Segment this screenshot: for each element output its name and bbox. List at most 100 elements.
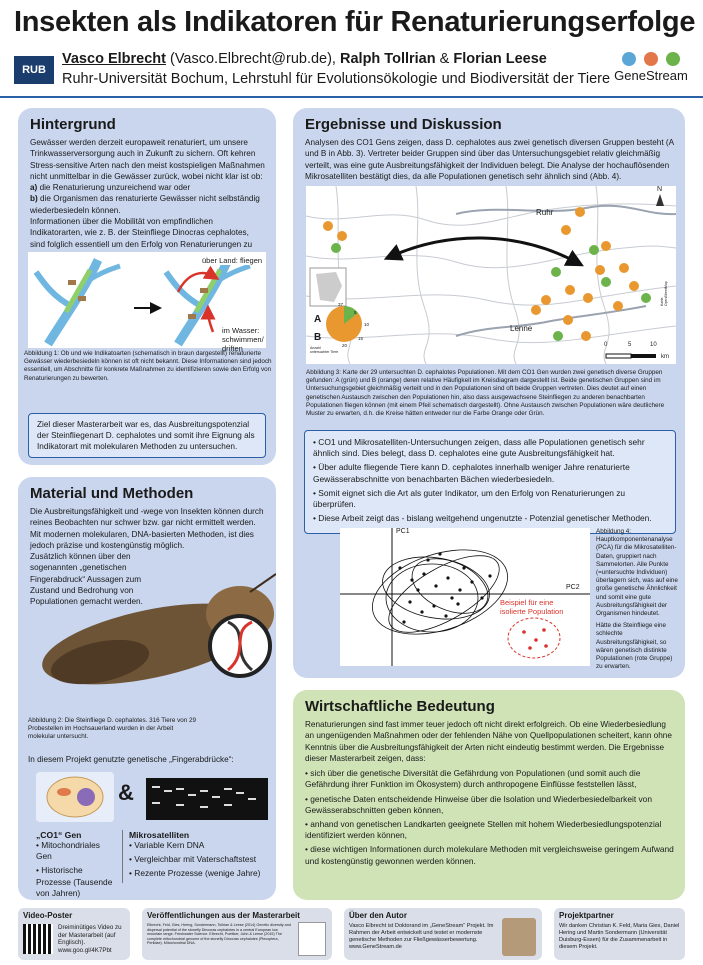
wirtschaft-bullet-2: genetische Daten entscheidende Hinweise … <box>305 794 675 816</box>
pie-tick-5: 5 <box>354 310 357 315</box>
results-bullets: CO1 und Mikrosatelliten-Untersuchungen z… <box>304 430 676 535</box>
header-rule <box>0 96 703 98</box>
scale-unit: km <box>661 354 669 360</box>
co1-block: „CO1“ Gen Mitochondriales Gen Historisch… <box>36 830 116 902</box>
hintergrund-p1: Gewässer werden derzeit europaweit renat… <box>30 138 265 181</box>
cell-icon <box>46 776 104 818</box>
figure-1: über Land: fliegen im Wasser: schwimmen/… <box>28 252 266 353</box>
goal-text: Ziel dieser Masterarbeit war es, das Aus… <box>37 420 255 451</box>
pie-label-a: A <box>314 314 322 325</box>
pie-tick-37: 37 <box>338 302 344 307</box>
result-bullet-2: Über adulte fliegende Tiere kann D. ceph… <box>313 462 667 484</box>
label-fly: über Land: fliegen <box>202 256 263 265</box>
panel-material: Material und Methoden Die Ausbreitungsfä… <box>18 477 276 900</box>
figure-3-map: Ruhr Lenne N A B 37 5 10 15 20 Anzahl un… <box>305 185 677 365</box>
pie-tick-20: 20 <box>342 343 348 348</box>
genestream-logo: GeneStream <box>611 52 691 83</box>
pca-pc1-label: PC1 <box>396 528 410 535</box>
pca-isolated-points <box>522 628 548 650</box>
footer-video: Video-Poster Dreiminütiges Video zu der … <box>18 908 130 960</box>
figure-1-caption: Abbildung 1: Ob und wie Indikatoarten (s… <box>24 350 272 382</box>
author-heading: Über den Autor <box>349 911 407 920</box>
wirtschaft-bullets: sich über die genetische Diversität die … <box>305 768 675 867</box>
msat-item-1: Variable Kern DNA <box>129 840 270 851</box>
label-water: im Wasser: schwimmen/ driften <box>222 326 264 353</box>
msat-block: Mikrosatelliten Variable Kern DNA Vergle… <box>122 830 270 883</box>
wirtschaft-p1: Renaturierungen sind fast immer teuer je… <box>305 720 672 763</box>
msat-item-2: Vergleichbar mit Vaterschaftstest <box>129 854 270 865</box>
co1-image <box>36 772 114 822</box>
video-heading: Video-Poster <box>23 911 73 920</box>
hintergrund-a: a) die Renaturierung unzureichend war od… <box>30 183 191 193</box>
author-1: Vasco Elbrecht <box>62 51 166 67</box>
heading-hintergrund: Hintergrund <box>30 116 116 133</box>
msat-item-3: Rezente Prozesse (wenige Jahre) <box>129 868 270 879</box>
pca-caption-1: Abbildung 4: Hauptkomponentenanalyse (PC… <box>596 528 678 618</box>
pub-heading: Veröffentlichungen aus der Masterarbeit <box>147 911 300 920</box>
pca-plot <box>340 528 590 666</box>
result-bullet-1: CO1 und Mikrosatelliten-Untersuchungen z… <box>313 437 667 459</box>
pca-points <box>398 552 492 624</box>
msat-title: Mikrosatelliten <box>129 830 190 840</box>
pie-label-b: B <box>314 332 322 343</box>
author-1-email[interactable]: (Vasco.Elbrecht@rub.de), <box>170 51 336 67</box>
poster-title: Insekten als Indikatoren für Renaturieru… <box>14 6 696 38</box>
co1-title: „CO1“ Gen <box>36 830 82 840</box>
author-3: Florian Leese <box>453 51 547 67</box>
genestream-drops-icon <box>611 52 691 66</box>
figure-2-caption: Abbildung 2: Die Steinfliege D. cephalot… <box>28 717 197 741</box>
gel-image <box>146 778 268 820</box>
material-p1: Die Ausbreitungsfähigkeit und -wege von … <box>30 507 264 550</box>
hintergrund-b: b) die Organismen das renaturierte Gewäs… <box>30 194 260 215</box>
wirtschaft-bullet-4: diese wichtigen Informationen durch mole… <box>305 844 675 866</box>
genestream-name: GeneStream <box>614 68 688 83</box>
partner-text: Wir danken Christian K. Feld, Maria Gies… <box>559 923 680 950</box>
co1-item-2: Historische Prozesse (Tausende von Jahre… <box>36 865 116 899</box>
author-photo <box>502 918 536 956</box>
heading-ergebnisse: Ergebnisse und Diskussion <box>305 116 502 133</box>
wirtschaft-bullet-1: sich über die genetische Diversität die … <box>305 768 675 790</box>
map-lenne-label: Lenne <box>510 324 533 333</box>
pie-note: Anzahl untersuchter Tiere <box>310 346 339 354</box>
scale-5: 5 <box>628 342 632 348</box>
population-pies <box>323 207 651 341</box>
material-p2: Zusätzlich können über den sogenannten „… <box>30 552 143 607</box>
pub-text: Elbrecht, Feld, Gies, Hering, Sondermann… <box>147 923 291 946</box>
scale-10: 10 <box>650 342 657 348</box>
figure-1-diagram <box>33 258 251 347</box>
stonefly-photo <box>40 572 277 702</box>
goal-box: Ziel dieser Masterarbeit war es, das Aus… <box>28 413 266 458</box>
rub-logo: RUB <box>14 56 54 84</box>
pca-caption-2: Hätte die Steinfliege eine schlechte Aus… <box>596 622 673 671</box>
affiliation: Ruhr-Universität Bochum, Lehrstuhl für E… <box>62 71 611 87</box>
heading-wirtschaft: Wirtschaftliche Bedeutung <box>305 698 495 715</box>
author-2: Ralph Tollrian <box>340 51 436 67</box>
stonefly-illustration <box>42 573 277 685</box>
footer-author: Über den Autor Vasco Elbrecht ist Doktor… <box>344 908 542 960</box>
pie-tick-15: 15 <box>358 336 364 341</box>
heading-material: Material und Methoden <box>30 485 194 502</box>
video-text: Dreiminütiges Video zu der Masterarbeit … <box>58 924 122 954</box>
map-credit: Karte: OpenStreetMap <box>660 281 668 306</box>
authors-line: Vasco Elbrecht (Vasco.Elbrecht@rub.de), … <box>62 51 547 67</box>
author-amp: & <box>439 51 450 67</box>
author-text: Vasco Elbrecht ist Doktorand im „GeneStr… <box>349 923 494 950</box>
partner-heading: Projektpartner <box>559 911 614 920</box>
pca-isolated-label: Beispiel für eine isolierte Population <box>500 598 564 616</box>
figure-4-caption: Abbildung 4: Hauptkomponentenanalyse (PC… <box>596 528 678 671</box>
wirtschaft-bullet-3: anhand von genetischen Landkarten geeign… <box>305 819 675 841</box>
map-svg <box>305 185 677 365</box>
pca-pc2-label: PC2 <box>566 584 580 591</box>
pie-tick-10: 10 <box>364 322 370 327</box>
paper-thumbnail-icon <box>298 922 326 956</box>
footer-partners: Projektpartner Wir danken Christian K. F… <box>554 908 685 960</box>
markers-heading: In diesem Projekt genutzte genetische „F… <box>28 755 234 764</box>
scale-0: 0 <box>604 342 608 348</box>
co1-item-1: Mitochondriales Gen <box>36 840 116 862</box>
figure-3-caption: Abbildung 3: Karte der 29 untersuchten D… <box>306 369 665 418</box>
map-ruhr-label: Ruhr <box>536 208 554 217</box>
panel-wirtschaft: Wirtschaftliche Bedeutung Renaturierunge… <box>293 690 685 900</box>
footer-publications: Veröffentlichungen aus der Masterarbeit … <box>142 908 332 960</box>
result-bullet-4: Diese Arbeit zeigt das - bislang weitgeh… <box>313 513 667 524</box>
qr-code-icon[interactable] <box>23 924 53 954</box>
